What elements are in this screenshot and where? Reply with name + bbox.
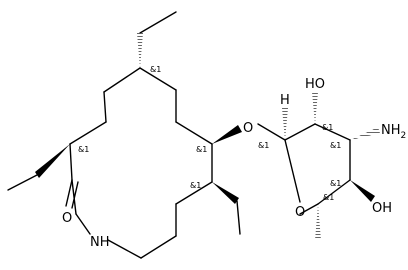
- stereo-label-ether-carbon: &1: [196, 145, 207, 154]
- amine-bond: [350, 127, 380, 140]
- stereo-label-top: &1: [150, 65, 161, 74]
- methyl-bond: [315, 204, 321, 240]
- stereo-label-ring-carbon: &1: [323, 193, 334, 202]
- stereo-label-amine-carbon: &1: [330, 141, 341, 150]
- stereo-label-anomeric: &1: [258, 141, 269, 150]
- carbonyl-oxygen-label: O: [62, 211, 72, 226]
- ethyl-lower: [212, 182, 241, 235]
- ether-linkage: [212, 123, 286, 144]
- macrocycle-ring: [69, 67, 213, 259]
- ethyl-left: [7, 144, 70, 191]
- amine-label: NH2: [381, 123, 406, 141]
- anomeric-hydrogen-bond: [282, 108, 288, 140]
- amide-nh-label: NH: [90, 235, 110, 250]
- carbonyl-double-bond: [65, 179, 79, 209]
- hydroxyl-bottom-label: OH: [372, 201, 392, 216]
- ring-oxygen-label: O: [295, 205, 305, 220]
- ether-oxygen-label: O: [243, 121, 253, 136]
- stereo-label-lower: &1: [190, 181, 201, 190]
- stereo-label-left: &1: [78, 145, 89, 154]
- ethyl-top: [137, 11, 177, 68]
- hydroxyl-bottom-bond: [350, 180, 375, 202]
- hydroxyl-top-label: HO: [305, 77, 325, 92]
- hydroxyl-top-bond: [312, 92, 318, 124]
- stereo-label-hydroxyl-top-carbon: &1: [322, 123, 333, 132]
- sugar-ring: [284, 123, 351, 215]
- stereo-label-hydroxyl-bottom-carbon: &1: [330, 179, 341, 188]
- anomeric-hydrogen-label: H: [280, 93, 290, 108]
